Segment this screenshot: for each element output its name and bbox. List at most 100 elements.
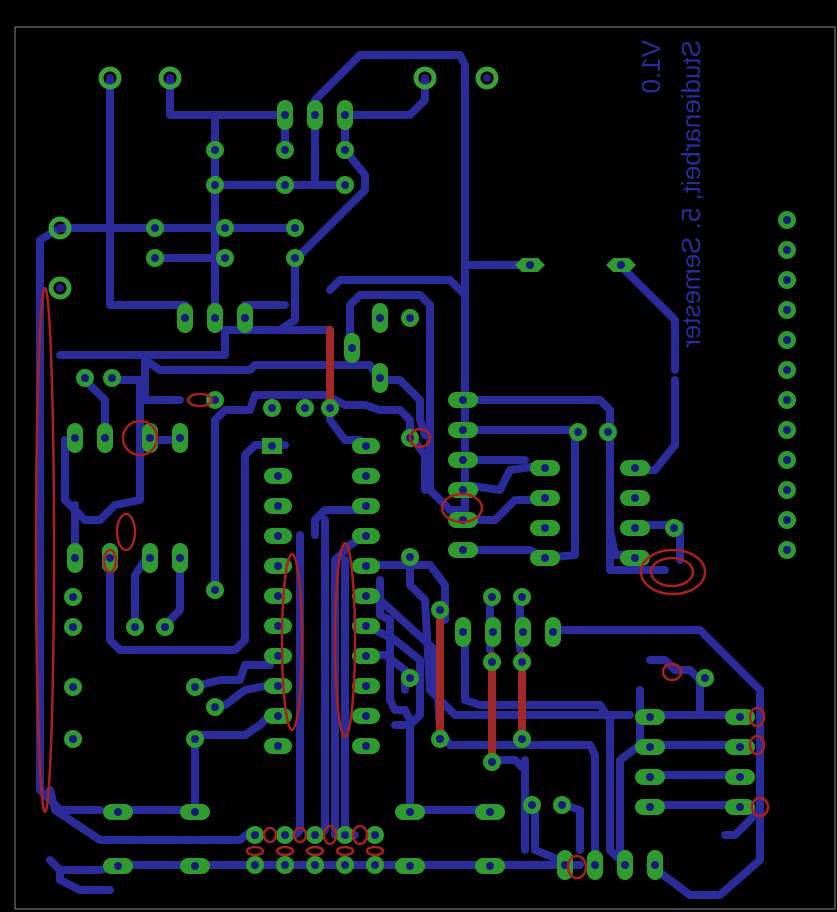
pad-hole [631,554,639,562]
pad-hole [362,712,370,720]
via-hole [251,861,259,869]
pad-hole [274,622,282,630]
via-hole [701,674,709,682]
via-hole [69,683,77,691]
board-label: Studienarbeit, 5. Semester V1.0 [636,40,706,348]
via-hole [783,306,791,314]
pad-hole [274,712,282,720]
pad-hole [114,808,122,816]
via-hole [108,374,116,382]
via-hole [151,224,159,232]
via-hole [783,366,791,374]
via-hole [281,181,289,189]
via-hole [518,735,526,743]
pad-hole [311,111,319,119]
via-hole [488,593,496,601]
via-hole [783,456,791,464]
via-hole [311,861,319,869]
via-hole [371,831,379,839]
pad-hole [376,314,384,322]
via-hole [783,546,791,554]
via-hole [81,374,89,382]
pad-hole [191,862,199,870]
pad-hole [176,554,184,562]
pad-hole [376,374,384,382]
pad-hole [459,426,467,434]
pad-hole [274,472,282,480]
via-hole [406,314,414,322]
via-hole [604,428,612,436]
pad-hole [646,803,654,811]
pad-hole [631,464,639,472]
pad-hole [362,652,370,660]
pad-hole [541,464,549,472]
via-hole [161,623,169,631]
via-hole [574,428,582,436]
pad-hole [176,434,184,442]
pad-hole [549,628,557,636]
pad-hole [519,628,527,636]
via-hole [341,181,349,189]
via-hole [670,524,678,532]
via-hole [783,516,791,524]
via-hole [436,606,444,614]
oblong-pads [67,100,755,880]
pad-hole [459,456,467,464]
pad-hole [274,532,282,540]
via-hole [341,831,349,839]
pad-hole [489,628,497,636]
via-hole [518,658,526,666]
via-hole [783,426,791,434]
pad-hole [191,808,199,816]
pad-hole [274,502,282,510]
via-hole [783,246,791,254]
pad-hole [736,773,744,781]
via-hole [281,831,289,839]
via-hole [211,586,219,594]
via-hole [488,758,496,766]
board-label-line2: V1.0 [636,40,666,94]
pad-hole [341,111,349,119]
via-hole [221,224,229,232]
via-hole [211,703,219,711]
pad-hole [459,396,467,404]
pad-hole [362,742,370,750]
via-hole [783,276,791,284]
via-hole [69,623,77,631]
pad-hole [646,773,654,781]
pad-hole [631,524,639,532]
pad-hole [362,532,370,540]
pad-hole [486,862,494,870]
pad-hole [736,713,744,721]
pad-hole [459,546,467,554]
ring-pads [48,66,636,454]
via-hole [301,404,309,412]
drc-markers [34,286,770,880]
pad-hole [362,502,370,510]
pad-hole [71,554,79,562]
via-hole [783,486,791,494]
via-hole [558,801,566,809]
via-hole [341,146,349,154]
pad-hole [106,554,114,562]
via-hole [151,254,159,262]
pad-hole [348,344,356,352]
pad-hole [274,562,282,570]
pad-hole [362,592,370,600]
via-hole [191,683,199,691]
pad-hole [211,314,219,322]
pad-hole [274,592,282,600]
pad-hole [274,652,282,660]
via-hole [211,146,219,154]
via-hole [341,861,349,869]
pad-hole [621,861,629,869]
pad-hole [541,494,549,502]
pad-hole [362,472,370,480]
pad-hole [146,554,154,562]
via-hole [291,254,299,262]
via-hole [371,861,379,869]
pad-hole [646,713,654,721]
pad-hole [651,861,659,869]
via-hole [311,831,319,839]
